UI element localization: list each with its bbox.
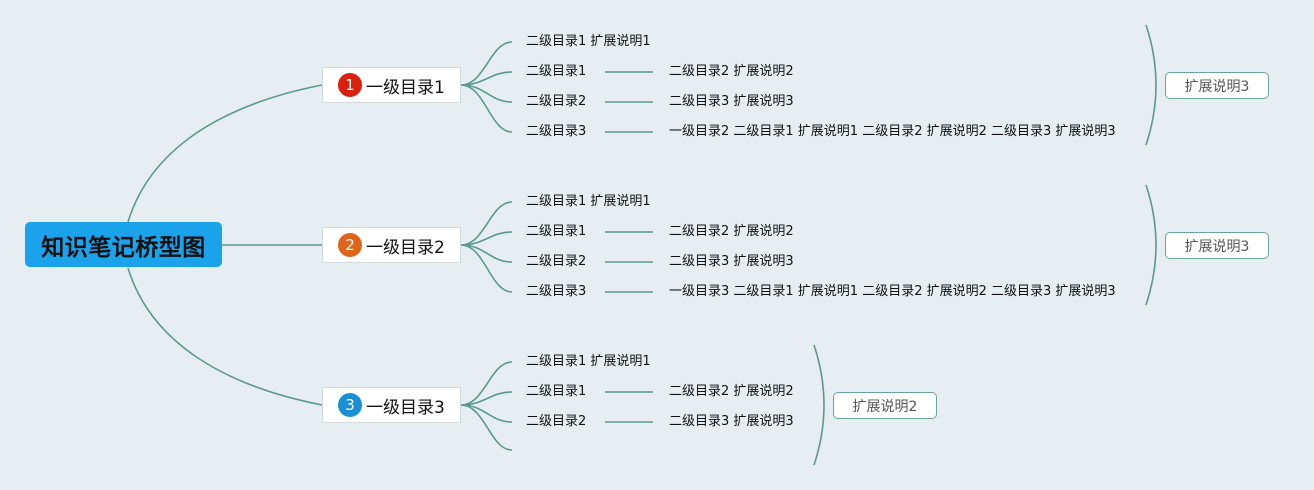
branch-1-child-2[interactable]: 二级目录1 <box>526 64 587 79</box>
branch-3-child-1[interactable]: 二级目录1 扩展说明1 <box>526 354 651 369</box>
branch-1-note[interactable]: 扩展说明3 <box>1165 72 1269 99</box>
branch-1-child-4[interactable]: 二级目录3 <box>526 124 587 139</box>
branch-2-child-1[interactable]: 二级目录1 扩展说明1 <box>526 194 651 209</box>
branch-2-label: 一级目录2 <box>366 237 445 258</box>
branch-2-detail-2[interactable]: 二级目录2 扩展说明2 <box>669 224 794 239</box>
branch-2-detail-4[interactable]: 一级目录3 二级目录1 扩展说明1 二级目录2 扩展说明2 二级目录3 扩展说明… <box>669 284 1116 299</box>
branch-3-node[interactable]: 3 一级目录3 <box>322 387 461 423</box>
root-to-branch-3-edge <box>127 267 323 406</box>
branch-3-label: 一级目录3 <box>366 397 445 418</box>
branch-3-brace <box>813 344 825 466</box>
number-badge-3: 3 <box>338 393 362 417</box>
number-badge-1: 1 <box>338 73 362 97</box>
branch-2-child-4[interactable]: 二级目录3 <box>526 284 587 299</box>
root-to-branch-1-edge <box>127 84 323 223</box>
branch-1-brace <box>1145 24 1157 146</box>
branch-3-child-3[interactable]: 二级目录2 <box>526 414 587 429</box>
number-badge-2: 2 <box>338 233 362 257</box>
branch-1-child-4-edge <box>460 84 513 133</box>
branch-2-detail-3[interactable]: 二级目录3 扩展说明3 <box>669 254 794 269</box>
branch-2-brace <box>1145 184 1157 306</box>
branch-1-node[interactable]: 1 一级目录1 <box>322 67 461 103</box>
branch-3-child-2[interactable]: 二级目录1 <box>526 384 587 399</box>
branch-1-detail-4[interactable]: 一级目录2 二级目录1 扩展说明1 二级目录2 扩展说明2 二级目录3 扩展说明… <box>669 124 1116 139</box>
branch-1-child-3[interactable]: 二级目录2 <box>526 94 587 109</box>
branch-2-child-3[interactable]: 二级目录2 <box>526 254 587 269</box>
branch-2-child-1-edge <box>460 201 513 246</box>
branch-1-child-1[interactable]: 二级目录1 扩展说明1 <box>526 34 651 49</box>
branch-3-detail-3[interactable]: 二级目录3 扩展说明3 <box>669 414 794 429</box>
root-node[interactable]: 知识笔记桥型图 <box>25 222 222 267</box>
branch-1-detail-3[interactable]: 二级目录3 扩展说明3 <box>669 94 794 109</box>
branch-1-detail-2[interactable]: 二级目录2 扩展说明2 <box>669 64 794 79</box>
branch-2-node[interactable]: 2 一级目录2 <box>322 227 461 263</box>
branch-3-child-1-edge <box>460 361 513 406</box>
branch-1-child-1-edge <box>460 41 513 86</box>
branch-2-note[interactable]: 扩展说明3 <box>1165 232 1269 259</box>
root-label: 知识笔记桥型图 <box>41 234 206 261</box>
branch-3-detail-2[interactable]: 二级目录2 扩展说明2 <box>669 384 794 399</box>
branch-1-label: 一级目录1 <box>366 77 445 98</box>
branch-3-child-4-edge <box>460 404 513 451</box>
branch-3-note[interactable]: 扩展说明2 <box>833 392 937 419</box>
branch-2-child-4-edge <box>460 244 513 293</box>
branch-2-child-2[interactable]: 二级目录1 <box>526 224 587 239</box>
